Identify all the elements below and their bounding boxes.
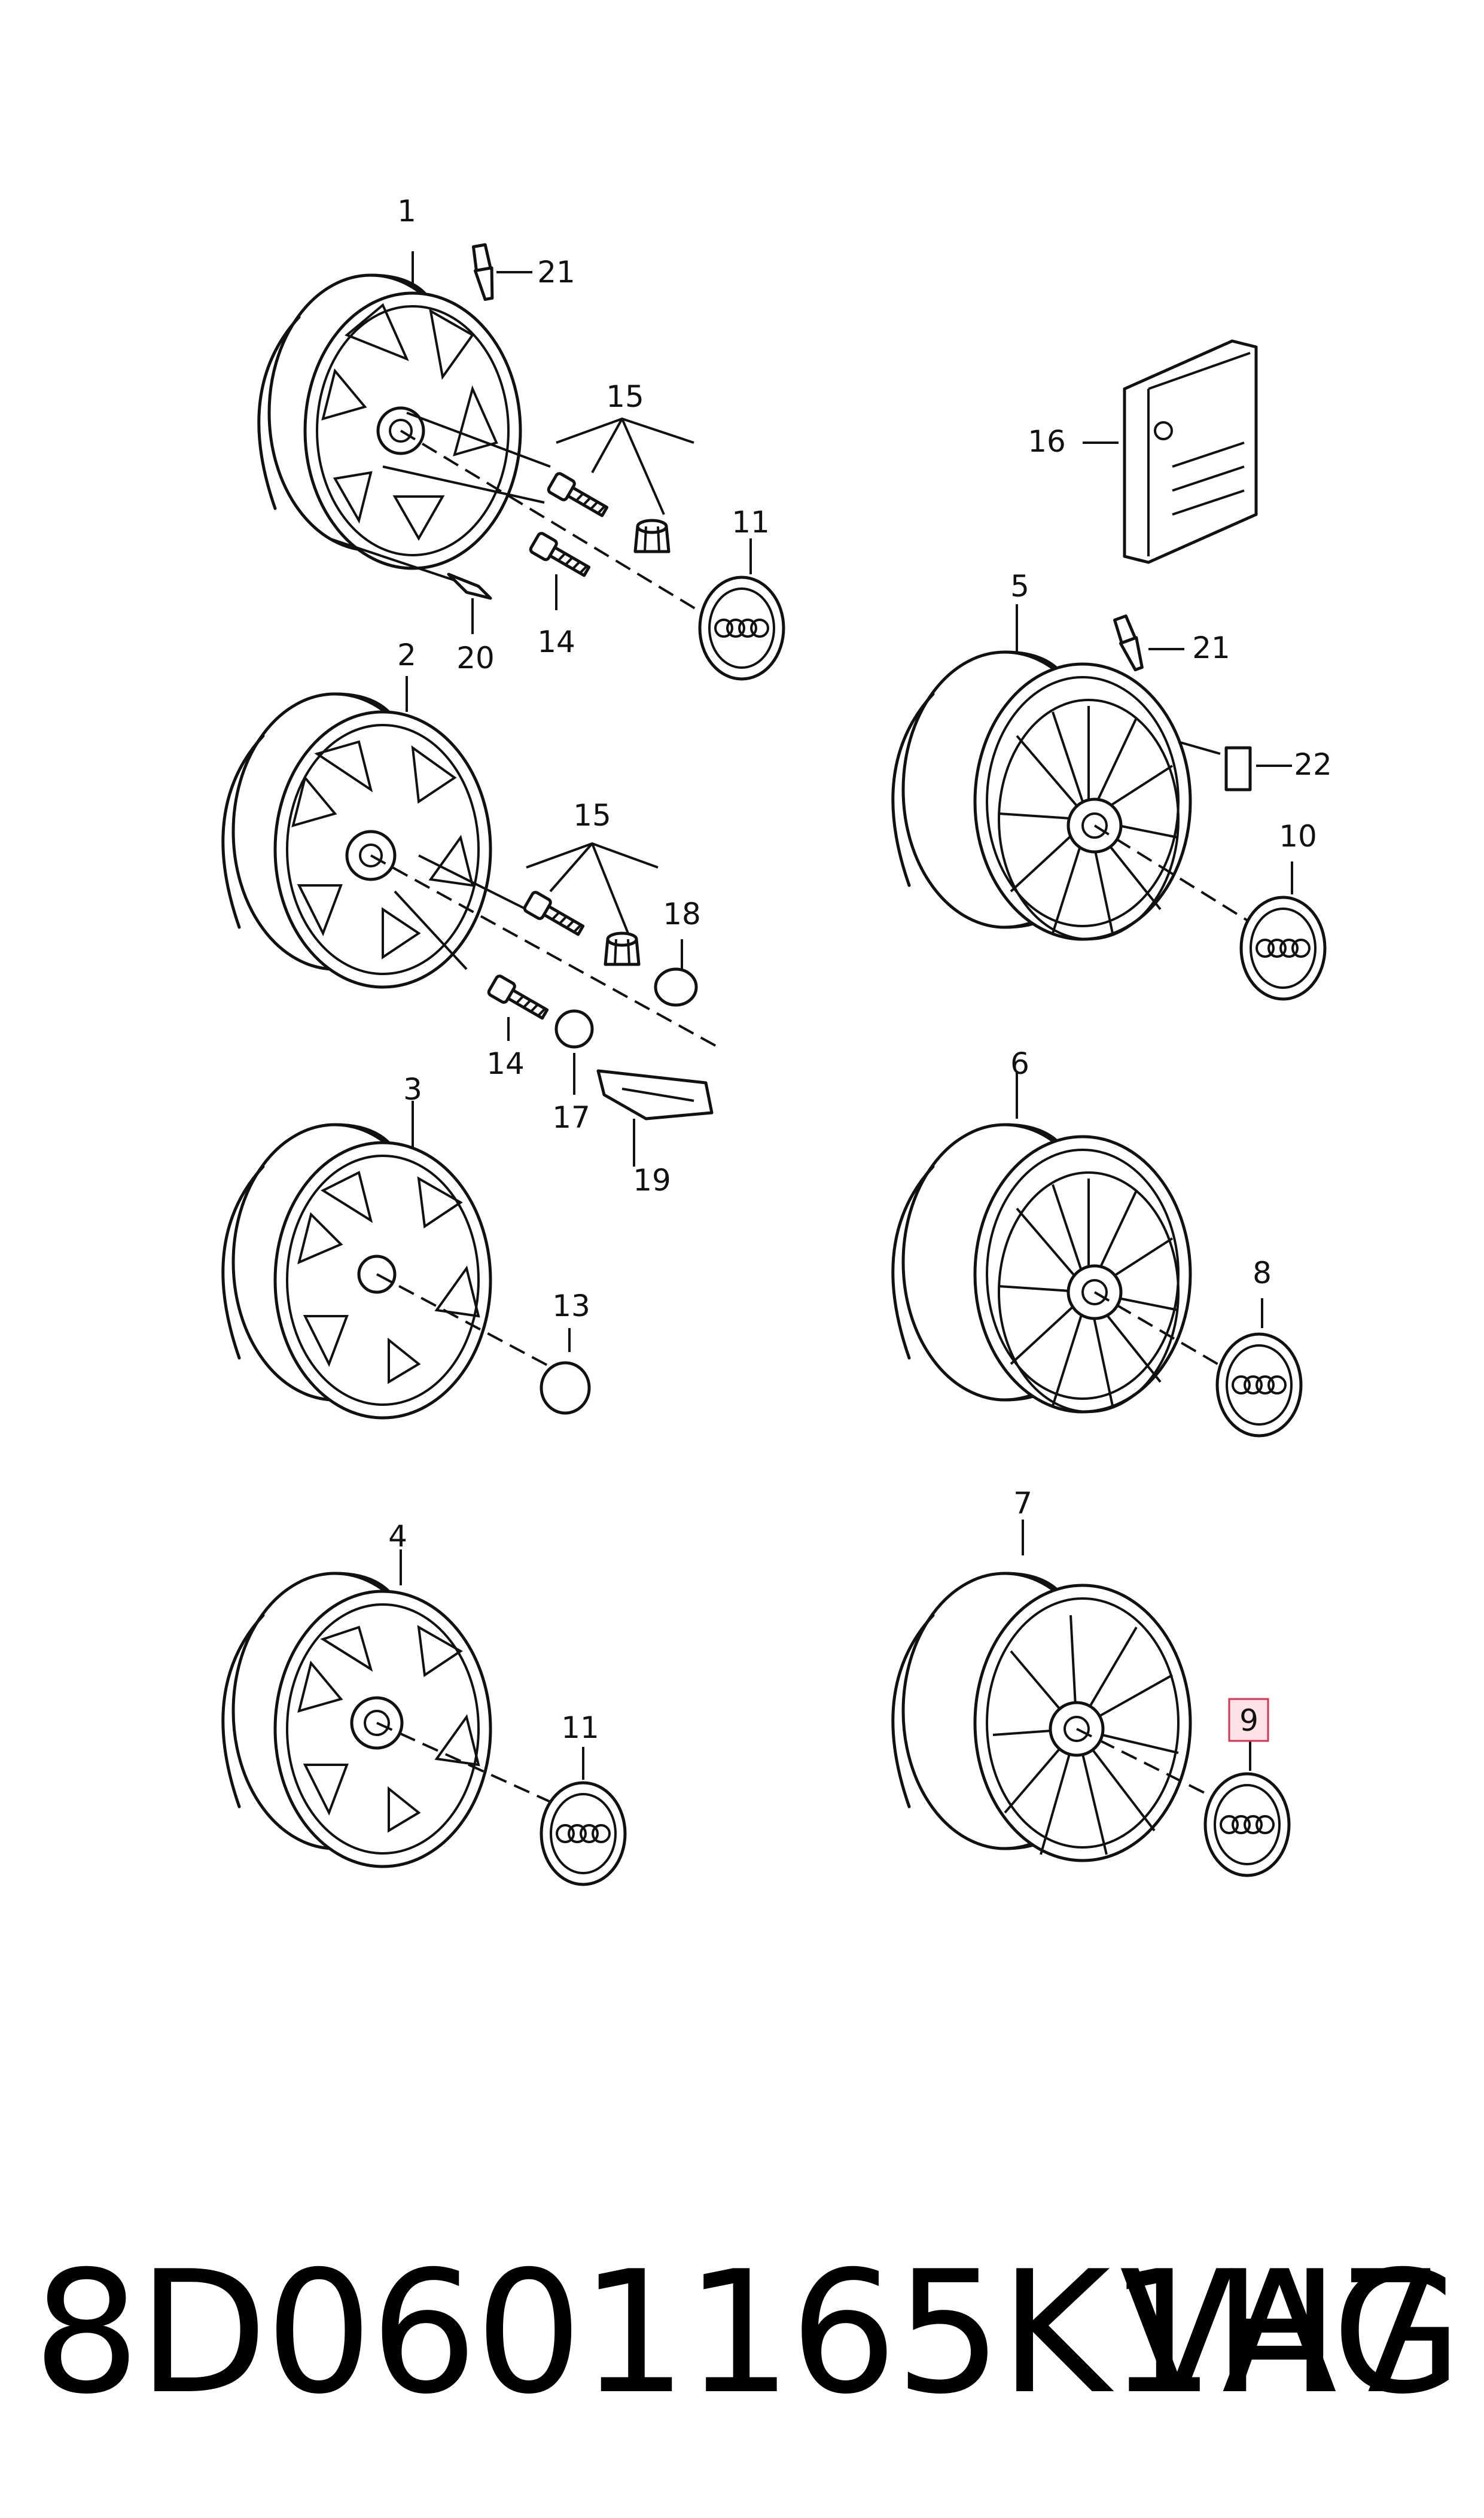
center-cap-9 (1205, 1741, 1289, 1875)
center-cap-11b (541, 1747, 625, 1884)
wheel-2 (223, 694, 718, 1048)
callout-15b: 15 (573, 798, 611, 833)
center-cap-10 (1241, 861, 1325, 999)
callout-3: 3 (403, 1072, 422, 1107)
callout-7: 7 (1013, 1486, 1032, 1521)
wheel-6 (893, 1125, 1239, 1412)
center-cap-8 (1217, 1298, 1301, 1436)
callout-20: 20 (456, 641, 495, 675)
highlighted-callout-9[interactable]: 9 (1228, 1698, 1269, 1742)
puller-tool-19 (596, 1069, 714, 1167)
callout-2: 2 (397, 638, 416, 672)
bolt-15b (523, 842, 659, 964)
hub-cap-13 (540, 1328, 591, 1415)
callout-19: 19 (633, 1163, 671, 1198)
wheel-5 (893, 652, 1269, 939)
callout-11a: 11 (732, 505, 770, 540)
valve-cap-22 (1178, 741, 1292, 791)
callout-15a: 15 (606, 379, 644, 414)
callout-16: 16 (1028, 424, 1066, 459)
wheel-7 (893, 1573, 1233, 1861)
brand-label: VAG (1119, 2234, 1462, 2431)
wheel-4 (223, 1573, 575, 1867)
wheel-3 (223, 1125, 557, 1418)
part-number: 8D0601165K1H7 (33, 2234, 1445, 2431)
callout-1: 1 (397, 194, 416, 229)
cap-nut-18 (654, 939, 698, 1007)
accessory-kit-16 (1083, 339, 1258, 564)
balance-weight-20 (447, 573, 492, 634)
callout-11b: 11 (561, 1710, 599, 1745)
callout-21a: 21 (537, 255, 575, 290)
callout-18: 18 (663, 897, 701, 931)
callout-17: 17 (552, 1100, 590, 1135)
center-cap-11a (700, 538, 784, 679)
valve-stem-21b (1113, 615, 1184, 671)
bolt-cover-17 (554, 1009, 594, 1095)
callout-6: 6 (1010, 1046, 1029, 1081)
valve-stem-21a (471, 244, 532, 300)
callout-9: 9 (1239, 1703, 1258, 1738)
callout-14a: 14 (537, 625, 575, 659)
bolt-15a (547, 417, 694, 552)
bolt-14a (529, 532, 592, 610)
callout-13: 13 (552, 1289, 590, 1323)
callout-5: 5 (1010, 569, 1029, 604)
bolt-14b (487, 975, 550, 1041)
callout-10: 10 (1279, 819, 1317, 854)
callout-21b: 21 (1192, 631, 1230, 665)
wheel-1 (259, 275, 719, 623)
callout-8: 8 (1253, 1256, 1272, 1290)
callout-22: 22 (1294, 747, 1332, 782)
callout-4: 4 (388, 1519, 407, 1554)
callout-14b: 14 (486, 1046, 525, 1081)
